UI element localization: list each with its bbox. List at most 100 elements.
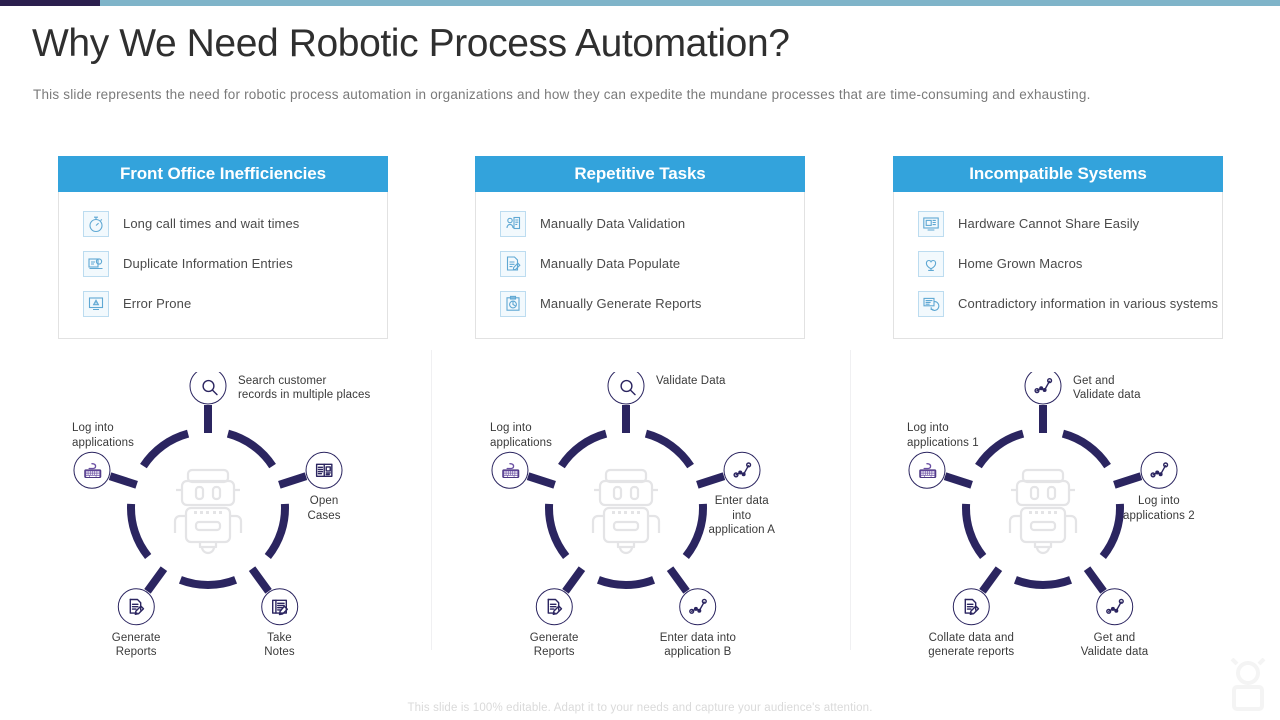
card-header-title: Front Office Inefficiencies bbox=[58, 156, 388, 192]
card-list-item[interactable]: Error Prone bbox=[59, 284, 387, 324]
node-graph-icon bbox=[1106, 598, 1124, 614]
process-wheel-graphic bbox=[491, 372, 761, 626]
card-list-item-label: Duplicate Information Entries bbox=[123, 255, 293, 271]
data-validation-icon bbox=[500, 211, 526, 237]
section-divider-left bbox=[431, 350, 432, 650]
node-graph-icon bbox=[1150, 462, 1169, 478]
top-accent-bar-light-segment bbox=[100, 0, 1280, 6]
wheel-spoke bbox=[696, 472, 726, 489]
wheel-ring bbox=[127, 429, 289, 589]
wheel-spoke bbox=[1113, 472, 1143, 489]
wheel-node-circle[interactable] bbox=[1096, 588, 1134, 626]
wheel-ring bbox=[962, 429, 1124, 589]
robot-watermark bbox=[173, 468, 243, 555]
robot-watermark bbox=[591, 468, 661, 555]
keyboard-mouse-icon bbox=[502, 463, 520, 479]
keyboard-mouse-icon bbox=[919, 463, 937, 479]
card-list-item-label: Hardware Cannot Share Easily bbox=[958, 215, 1140, 231]
wheel-node-circle[interactable] bbox=[189, 372, 227, 405]
footer-note: This slide is 100% editable. Adapt it to… bbox=[407, 702, 873, 714]
wheel-spoke bbox=[248, 566, 272, 594]
card-list-item[interactable]: Manually Generate Reports bbox=[476, 284, 804, 324]
document-edit-icon bbox=[500, 251, 526, 277]
process-wheel-graphic bbox=[73, 372, 343, 626]
wheel-node-circle[interactable] bbox=[1140, 451, 1178, 489]
process-wheel-graphic bbox=[908, 372, 1178, 626]
wheel-spoke bbox=[979, 566, 1003, 594]
node-graph-icon bbox=[1034, 377, 1053, 394]
clipboard-report-icon bbox=[500, 291, 526, 317]
home-macro-icon bbox=[918, 251, 944, 277]
wheel-spoke bbox=[144, 566, 168, 594]
card-list-item-label: Long call times and wait times bbox=[123, 215, 300, 231]
robot-watermark bbox=[1008, 468, 1078, 555]
magnifier-icon bbox=[202, 379, 218, 396]
card-list-item[interactable]: Manually Data Validation bbox=[476, 204, 804, 244]
card-list-item[interactable]: Duplicate Information Entries bbox=[59, 244, 387, 284]
open-book-icon bbox=[315, 463, 333, 478]
notebook-pen-icon bbox=[272, 599, 289, 616]
card-list-item[interactable]: Hardware Cannot Share Easily bbox=[894, 204, 1222, 244]
robot-watermark-logo bbox=[1230, 658, 1266, 711]
card-header-title: Repetitive Tasks bbox=[475, 156, 805, 192]
wheel-node-circle[interactable] bbox=[607, 372, 645, 405]
section-divider-right bbox=[850, 350, 851, 650]
document-edit-icon bbox=[129, 598, 145, 615]
wheel-ring bbox=[545, 429, 707, 589]
wheel-spoke bbox=[666, 566, 690, 594]
card-list-item-label: Manually Generate Reports bbox=[540, 295, 702, 311]
wheel-spoke bbox=[108, 472, 138, 489]
wheel-spoke bbox=[562, 566, 586, 594]
card-list-item-label: Manually Data Populate bbox=[540, 255, 681, 271]
wheel-node-circle[interactable] bbox=[261, 588, 299, 626]
card-list-item[interactable]: Contradictory information in various sys… bbox=[894, 284, 1222, 324]
page-title: Why We Need Robotic Process Automation? bbox=[32, 22, 790, 65]
node-graph-icon bbox=[689, 598, 707, 614]
card-header-title: Incompatible Systems bbox=[893, 156, 1223, 192]
keyboard-mouse-icon bbox=[84, 463, 102, 479]
card-list-item[interactable]: Home Grown Macros bbox=[894, 244, 1222, 284]
stopwatch-icon bbox=[83, 211, 109, 237]
node-graph-icon bbox=[733, 462, 752, 478]
card-list-item-label: Contradictory information in various sys… bbox=[958, 295, 1219, 311]
wheel-node-circle[interactable] bbox=[679, 588, 717, 626]
wheel-node-circle[interactable] bbox=[723, 451, 761, 489]
wheel-spoke bbox=[278, 472, 308, 489]
magnifier-icon bbox=[620, 379, 636, 396]
top-accent-bar bbox=[0, 0, 1280, 6]
card-list-item[interactable]: Manually Data Populate bbox=[476, 244, 804, 284]
card-list-item[interactable]: Long call times and wait times bbox=[59, 204, 387, 244]
card-list-item-label: Home Grown Macros bbox=[958, 255, 1083, 271]
document-edit-icon bbox=[547, 598, 563, 615]
warning-monitor-icon bbox=[83, 291, 109, 317]
duplicate-documents-icon bbox=[83, 251, 109, 277]
card-list-item-label: Manually Data Validation bbox=[540, 215, 686, 231]
wheel-spoke bbox=[943, 472, 973, 489]
wheel-spoke bbox=[526, 472, 556, 489]
wheel-spoke bbox=[1083, 566, 1107, 594]
page-subtitle: This slide represents the need for robot… bbox=[33, 87, 1091, 102]
card-list-item-label: Error Prone bbox=[123, 295, 192, 311]
contradictory-info-icon bbox=[918, 291, 944, 317]
